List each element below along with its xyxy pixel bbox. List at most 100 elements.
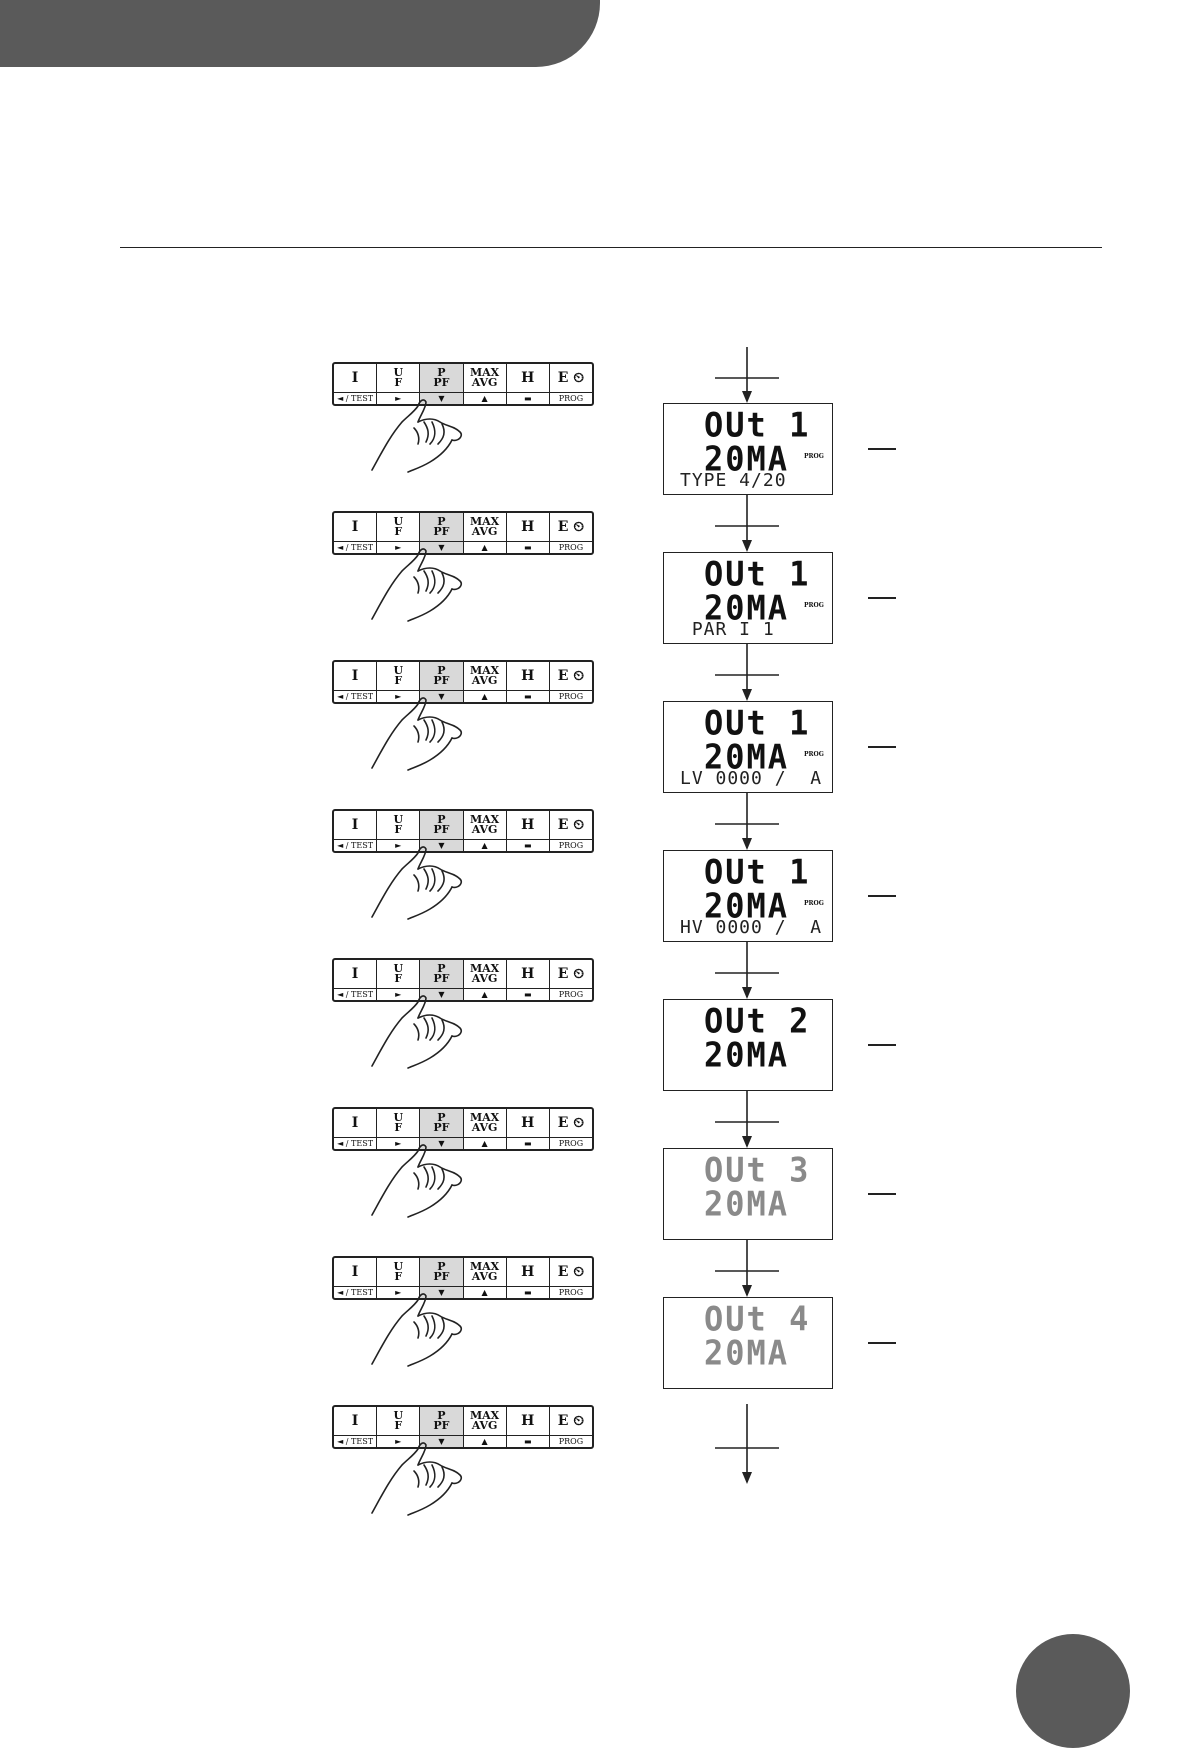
key-sublabel: ▼ [420, 1435, 463, 1447]
key-sublabel: ► [377, 541, 420, 553]
lcd-prog-indicator: PROG [804, 453, 824, 460]
keypad-key[interactable]: U F► [377, 1258, 421, 1298]
key-label: U F [393, 664, 404, 687]
key-p-pf-down-pressed[interactable]: P PF▼ [420, 513, 464, 553]
key-label: MAX AVG [469, 366, 500, 389]
lcd-output-range: 20MA [704, 1184, 790, 1224]
keypad-key[interactable]: U F► [377, 1407, 421, 1447]
key-sublabel: ▼ [420, 839, 463, 851]
keypad-key[interactable]: I◄ / TEST [334, 1109, 378, 1149]
keypad-key[interactable]: U F► [377, 960, 421, 1000]
keypad-key[interactable]: I◄ / TEST [334, 960, 378, 1000]
keypad-key[interactable]: MAX AVG▲ [463, 662, 507, 702]
key-label: U F [393, 813, 404, 836]
key-label: H [521, 1264, 535, 1280]
keypad-key[interactable]: E ⏲PROG [549, 811, 592, 851]
keypad-key[interactable]: E ⏲PROG [549, 1109, 592, 1149]
keypad-key[interactable]: E ⏲PROG [549, 1407, 592, 1447]
keypad-key[interactable]: H▬ [506, 811, 550, 851]
key-p-pf-down-pressed[interactable]: P PF▼ [420, 364, 464, 404]
keypad-key[interactable]: I◄ / TEST [334, 1407, 378, 1447]
pointing-hand-icon [371, 697, 463, 771]
flow-arrow-6 [715, 1091, 779, 1148]
key-sublabel: ► [377, 988, 420, 1000]
keypad-key[interactable]: H▬ [506, 513, 550, 553]
callout-line-1 [868, 448, 896, 450]
keypad-key[interactable]: H▬ [506, 960, 550, 1000]
lcd-prog-indicator: PROG [804, 602, 824, 609]
keypad-key[interactable]: I◄ / TEST [334, 811, 378, 851]
keypad-key[interactable]: E ⏲PROG [549, 364, 592, 404]
lcd-output-label: OUt 1 [704, 554, 811, 594]
lcd-output-range: 20MA [704, 439, 790, 479]
key-label: U F [393, 1260, 404, 1283]
keypad-key[interactable]: U F► [377, 811, 421, 851]
key-p-pf-down-pressed[interactable]: P PF▼ [420, 960, 464, 1000]
keypad-key[interactable]: H▬ [506, 662, 550, 702]
key-sublabel: ▼ [420, 1286, 463, 1298]
pointing-hand-icon [371, 1442, 463, 1516]
key-sublabel: ◄ / TEST [334, 1286, 377, 1298]
lcd-parameter-text: PAR I 1 [680, 619, 775, 640]
key-p-pf-down-pressed[interactable]: P PF ▼ [420, 1109, 464, 1149]
key-sublabel: ▬ [506, 988, 549, 1000]
key-label: E ⏲ [557, 519, 585, 535]
flow-arrow-2 [715, 495, 779, 552]
key-sublabel: ▼ [420, 1137, 463, 1149]
key-sublabel: ▲ [463, 541, 506, 553]
keypad-key[interactable]: H▬ [506, 1109, 550, 1149]
pointing-hand-icon [371, 995, 463, 1069]
keypad-key[interactable]: U F► [377, 662, 421, 702]
keypad-key[interactable]: MAX AVG▲ [463, 811, 507, 851]
flow-arrow-1 [715, 347, 779, 403]
keypad-key[interactable]: U F► [377, 513, 421, 553]
key-sublabel: ◄ / TEST [334, 392, 377, 404]
key-p-pf-down-pressed[interactable]: P PF▼ [420, 1258, 464, 1298]
key-sublabel: ▲ [463, 392, 506, 404]
key-label: I [351, 1413, 359, 1429]
callout-line-7 [868, 1342, 896, 1344]
keypad-key[interactable]: H▬ [506, 364, 550, 404]
key-p-pf-down-pressed[interactable]: P PF▼ [420, 662, 464, 702]
keypad-key[interactable]: E ⏲PROG [549, 960, 592, 1000]
key-sublabel: ► [377, 1137, 420, 1149]
key-label: I [351, 1115, 359, 1131]
key-label: P PF [433, 1111, 450, 1134]
keypad-key[interactable]: I◄ / TEST [334, 662, 378, 702]
keypad-key[interactable]: U F ► [377, 1109, 421, 1149]
keypad-key[interactable]: U F► [377, 364, 421, 404]
key-sublabel: PROG [549, 839, 592, 851]
key-label: MAX AVG [469, 1260, 500, 1283]
key-label: E ⏲ [557, 1264, 585, 1280]
keypad-key[interactable]: I◄ / TEST [334, 364, 378, 404]
key-label: MAX AVG [469, 515, 500, 538]
keypad-key[interactable]: E ⏲PROG [549, 662, 592, 702]
keypad-key[interactable]: MAX AVG ▲ [463, 364, 507, 404]
keypad-key[interactable]: MAX AVG▲ [463, 1407, 507, 1447]
key-label: U F [393, 1111, 404, 1134]
keypad-key[interactable]: MAX AVG▲ [463, 1258, 507, 1298]
key-p-pf-down-pressed[interactable]: P PF▼ [420, 1407, 464, 1447]
key-sublabel: ▬ [506, 392, 549, 404]
key-sublabel: PROG [549, 690, 592, 702]
keypad-key[interactable]: H▬ [506, 1258, 550, 1298]
key-sublabel: PROG [549, 988, 592, 1000]
keypad-key[interactable]: MAX AVG▲ [463, 1109, 507, 1149]
keypad-key[interactable]: MAX AVG ▲ [463, 513, 507, 553]
keypad-key[interactable]: H▬ [506, 1407, 550, 1447]
key-sublabel: ▲ [463, 1137, 506, 1149]
key-sublabel: ◄ / TEST [334, 690, 377, 702]
keypad-key[interactable]: I◄ / TEST [334, 1258, 378, 1298]
key-label: H [521, 1115, 535, 1131]
key-label: MAX AVG [469, 962, 500, 985]
keypad-key[interactable]: I◄ / TEST [334, 513, 378, 553]
keypad-key[interactable]: E ⏲PROG [549, 1258, 592, 1298]
keypad-key[interactable]: E ⏲PROG [549, 513, 592, 553]
keypad-key[interactable]: MAX AVG▲ [463, 960, 507, 1000]
lcd-parameter-text: HV 0000 / A [680, 917, 823, 938]
key-p-pf-down-pressed[interactable]: P PF▼ [420, 811, 464, 851]
